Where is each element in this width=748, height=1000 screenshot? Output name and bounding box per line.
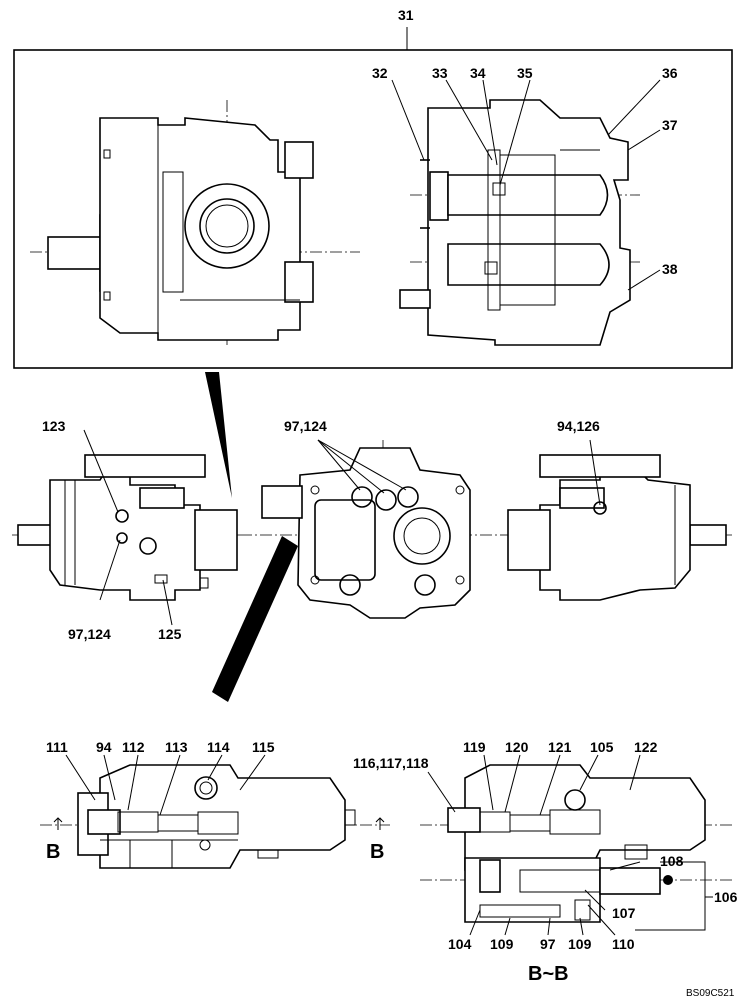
pointer-wedge-lower [212,536,298,702]
label-31: 31 [398,7,414,23]
pump-side-view-left [30,100,360,345]
label-36: 36 [662,65,678,81]
label-106: 106 [714,889,738,905]
label-111: 111 [46,739,68,755]
label-97-124-top: 97,124 [284,418,327,434]
label-122: 122 [634,739,658,755]
label-116-117-118: 116,117,118 [353,755,429,771]
label-114: 114 [207,739,230,755]
label-34: 34 [470,65,486,81]
label-97-124-left: 97,124 [68,626,111,642]
label-33: 33 [432,65,448,81]
valve-assembly-left: 111 94 112 113 114 115 B B [40,739,390,869]
label-38: 38 [662,261,678,277]
label-125: 125 [158,626,182,642]
detail-box-31: 31 [13,7,733,369]
label-104: 104 [448,936,472,952]
label-119: 119 [463,739,486,755]
label-121: 121 [548,739,572,755]
pump-view-middle-right: 94,126 [500,418,735,601]
pump-top-view-right [399,99,640,346]
label-108: 108 [660,853,684,869]
pump-view-center-front: 97,124 [240,418,500,620]
label-105: 105 [590,739,614,755]
label-94-126: 94,126 [557,418,600,434]
label-107: 107 [612,905,636,921]
drawing-code: BS09C521 [686,988,735,999]
label-35: 35 [517,65,533,81]
label-32: 32 [372,65,388,81]
pointer-wedge-upper [205,372,232,498]
label-123: 123 [42,418,66,434]
label-112: 112 [122,739,145,755]
label-97: 97 [540,936,556,952]
label-110: 110 [612,936,635,952]
valve-section-b-b: 116,117,118 119 120 121 105 122 108 106 … [353,739,738,985]
label-109-a: 109 [490,936,514,952]
label-115: 115 [252,739,275,755]
section-title-b-b: B~B [528,963,569,985]
label-94: 94 [96,739,112,755]
section-mark-b-left: B [46,841,60,863]
pump-view-middle-left: 123 97,124 125 [12,418,240,642]
label-120: 120 [505,739,529,755]
label-109-b: 109 [568,936,592,952]
label-113: 113 [165,739,188,755]
section-mark-b-right: B [370,841,384,863]
label-37: 37 [662,117,678,133]
